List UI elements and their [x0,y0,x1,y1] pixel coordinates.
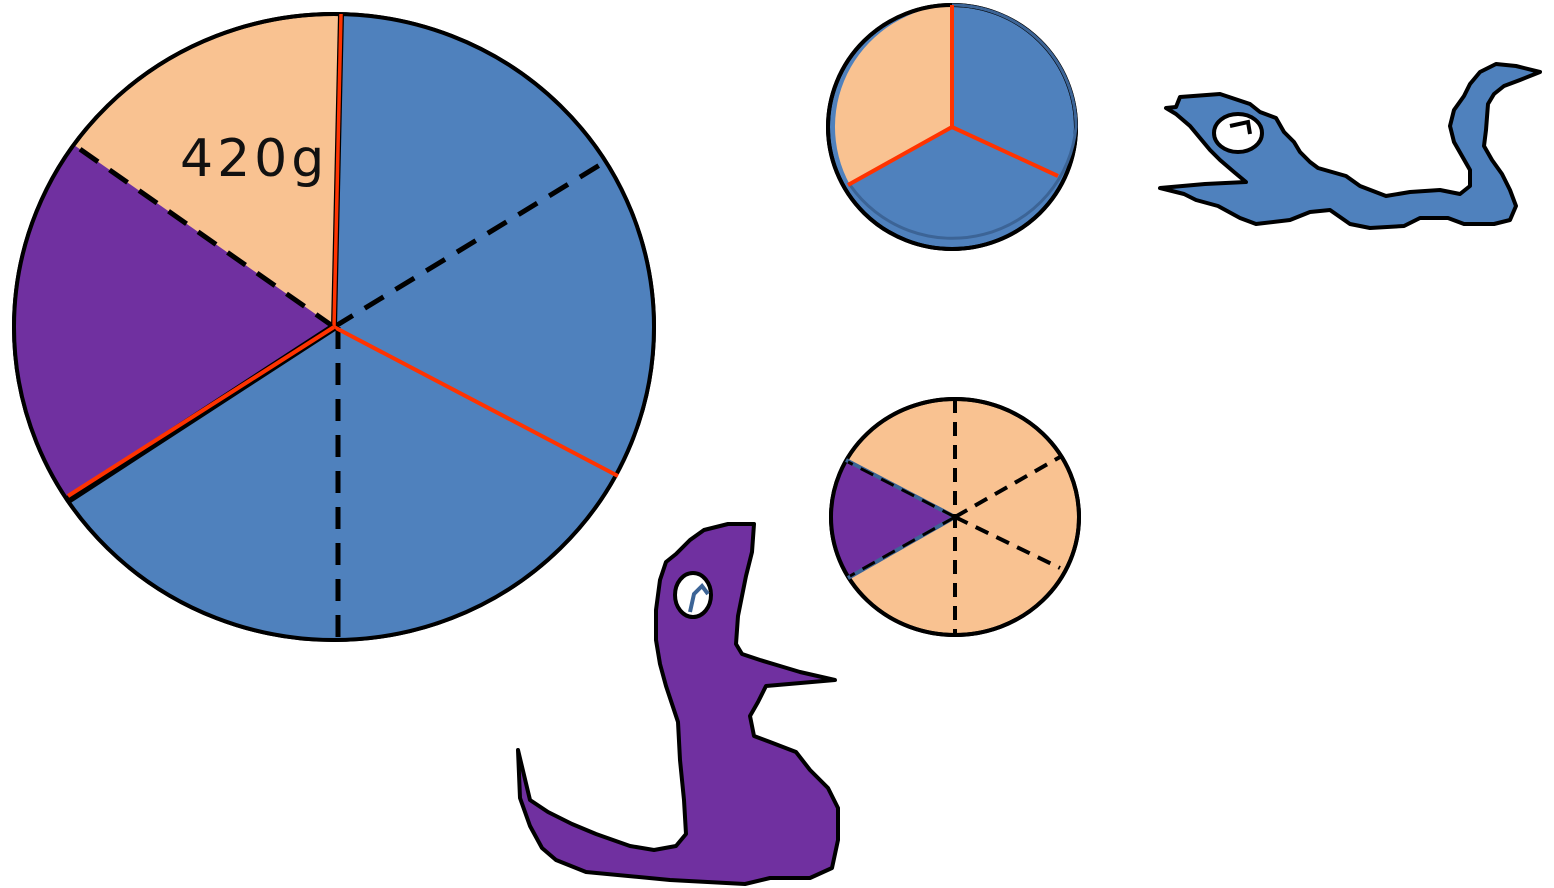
blue-snake-icon [1160,64,1540,228]
big-pie: 420g [14,14,655,640]
blue-snake-eye [1214,114,1262,152]
small-pie-top [828,5,1076,249]
purple-snake-icon [518,524,838,884]
big-pie-label: 420g [180,129,328,189]
small-pie-bottom [830,399,1079,635]
purple-snake-body [518,524,838,884]
blue-snake-body [1160,64,1540,228]
